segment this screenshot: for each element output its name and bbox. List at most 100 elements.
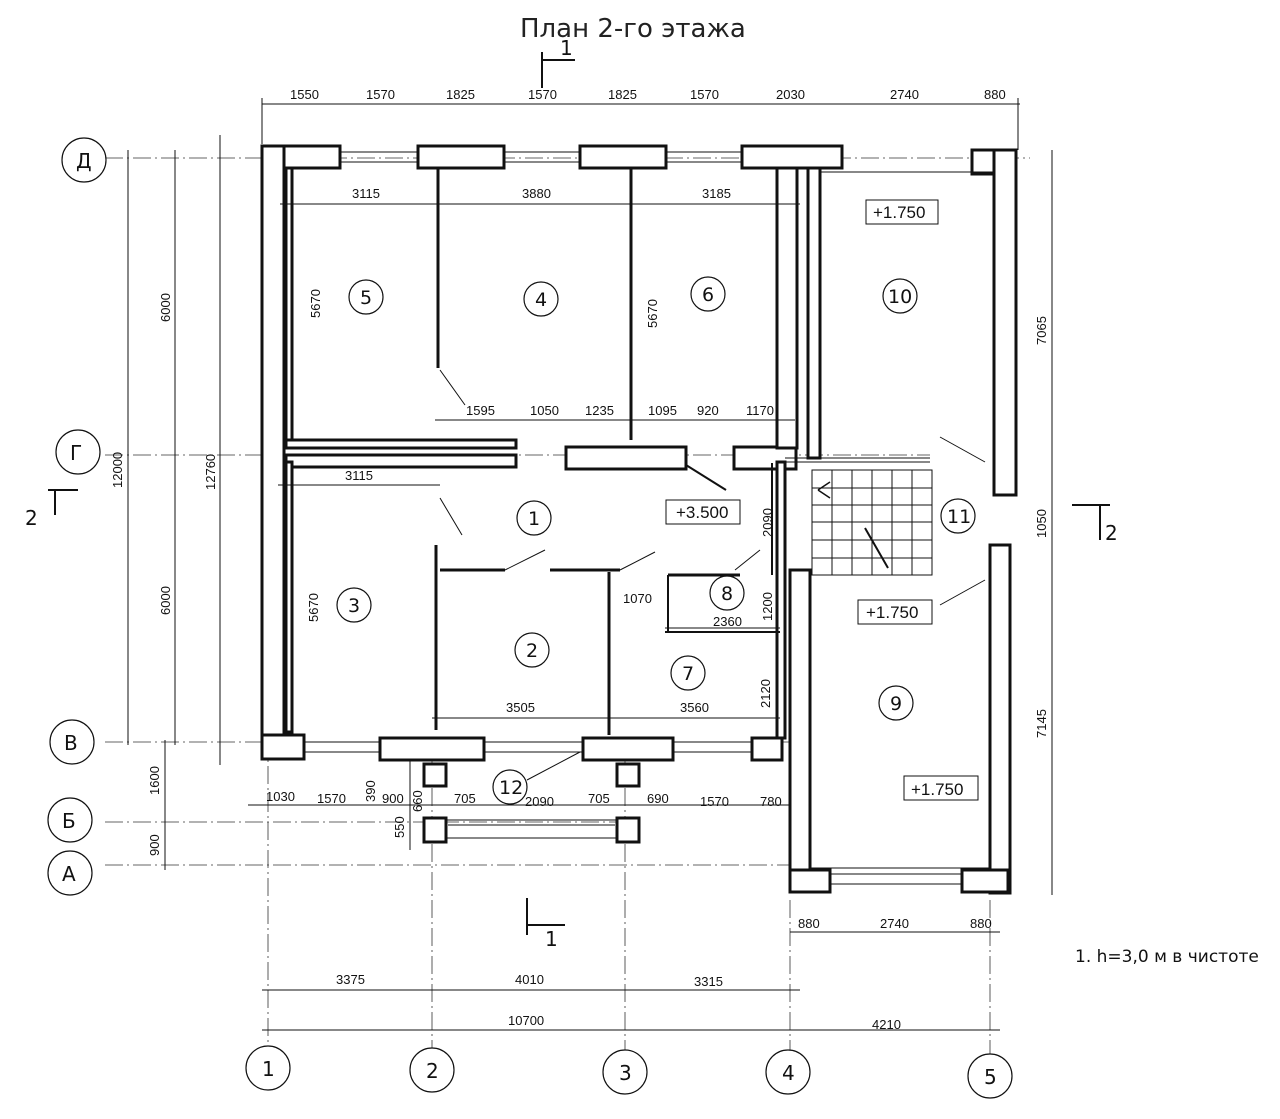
svg-text:5670: 5670 bbox=[645, 299, 660, 328]
right-dimensions: 7065 1050 7145 bbox=[1034, 316, 1049, 738]
room-2: 2 bbox=[526, 640, 538, 662]
section-mark-top: 1 bbox=[541, 36, 575, 88]
room-numbers: 1 2 3 4 5 6 7 8 9 10 11 12 bbox=[336, 276, 976, 805]
svg-text:660: 660 bbox=[410, 790, 425, 812]
svg-text:1: 1 bbox=[545, 927, 558, 951]
axis-label-2: 2 bbox=[426, 1059, 439, 1083]
svg-text:920: 920 bbox=[697, 403, 719, 418]
room-10: 10 bbox=[888, 286, 912, 308]
top-dimension-chain: 1550 1570 1825 1570 1825 1570 2030 2740 … bbox=[290, 87, 1006, 102]
axis-label-4: 4 bbox=[782, 1061, 795, 1085]
svg-text:2090: 2090 bbox=[760, 508, 775, 537]
svg-text:6000: 6000 bbox=[158, 293, 173, 322]
svg-text:1595: 1595 bbox=[466, 403, 495, 418]
section-mark-left: 2 bbox=[25, 489, 78, 530]
svg-text:7145: 7145 bbox=[1034, 709, 1049, 738]
axis-label-A: А bbox=[62, 862, 76, 886]
svg-text:1070: 1070 bbox=[623, 591, 652, 606]
level-marks: +3.500 +1.750 +1.750 +1.750 bbox=[665, 199, 979, 801]
svg-text:2360: 2360 bbox=[713, 614, 742, 629]
svg-text:7065: 7065 bbox=[1034, 316, 1049, 345]
dim-top-1: 1550 bbox=[290, 87, 319, 102]
svg-text:3560: 3560 bbox=[680, 700, 709, 715]
svg-text:3185: 3185 bbox=[702, 186, 731, 201]
svg-text:1570: 1570 bbox=[317, 791, 346, 806]
dim-top-9: 880 bbox=[984, 87, 1006, 102]
room-1: 1 bbox=[528, 508, 540, 530]
svg-text:690: 690 bbox=[647, 791, 669, 806]
room-5: 5 bbox=[360, 287, 372, 309]
staircase bbox=[811, 469, 933, 576]
svg-text:900: 900 bbox=[147, 834, 162, 856]
svg-text:3505: 3505 bbox=[506, 700, 535, 715]
level-room-10: +1.750 bbox=[873, 203, 925, 222]
svg-text:5670: 5670 bbox=[306, 593, 321, 622]
svg-text:10700: 10700 bbox=[508, 1013, 544, 1028]
svg-text:1570: 1570 bbox=[700, 794, 729, 809]
svg-text:1: 1 bbox=[560, 36, 573, 60]
svg-text:1050: 1050 bbox=[1034, 509, 1049, 538]
axis-label-3: 3 bbox=[619, 1061, 632, 1085]
svg-text:3115: 3115 bbox=[352, 186, 380, 201]
room-3: 3 bbox=[348, 595, 360, 617]
walls bbox=[260, 144, 1018, 895]
svg-text:880: 880 bbox=[798, 916, 820, 931]
porch-dimensions: 1030 1570 390 900 660 705 2090 705 690 1… bbox=[266, 780, 782, 838]
dimension-lines bbox=[127, 98, 1053, 1031]
room-9: 9 bbox=[890, 693, 902, 715]
dim-top-4: 1570 bbox=[528, 87, 557, 102]
svg-text:1200: 1200 bbox=[760, 592, 775, 621]
svg-text:1050: 1050 bbox=[530, 403, 559, 418]
axis-label-G: Г bbox=[70, 441, 82, 465]
svg-text:5670: 5670 bbox=[308, 289, 323, 318]
axis-label-D: Д bbox=[76, 149, 92, 173]
left-dimensions: 6000 6000 12000 12760 1600 900 bbox=[110, 293, 218, 856]
svg-text:6000: 6000 bbox=[158, 586, 173, 615]
svg-text:12760: 12760 bbox=[203, 454, 218, 490]
plan-title: План 2-го этажа bbox=[520, 14, 746, 44]
room-8: 8 bbox=[721, 583, 733, 605]
right-bottom-dimensions: 880 2740 880 bbox=[798, 916, 992, 931]
porch bbox=[422, 762, 641, 844]
level-room-11: +1.750 bbox=[866, 603, 918, 622]
svg-text:550: 550 bbox=[392, 816, 407, 838]
svg-text:1170: 1170 bbox=[746, 403, 774, 418]
svg-text:4210: 4210 bbox=[872, 1017, 901, 1032]
dim-top-8: 2740 bbox=[890, 87, 919, 102]
svg-text:3115: 3115 bbox=[345, 468, 373, 483]
axis-bubbles-horizontal: Д Г В Б А bbox=[47, 137, 107, 896]
svg-text:2: 2 bbox=[25, 506, 38, 530]
svg-text:880: 880 bbox=[970, 916, 992, 931]
room-12: 12 bbox=[499, 777, 523, 799]
svg-text:3315: 3315 bbox=[694, 974, 723, 989]
svg-text:1600: 1600 bbox=[147, 766, 162, 795]
dim-top-3: 1825 bbox=[446, 87, 475, 102]
height-note: 1. h=3,0 м в чистоте bbox=[1075, 947, 1259, 967]
dim-top-2: 1570 bbox=[366, 87, 395, 102]
svg-text:2740: 2740 bbox=[880, 916, 909, 931]
axis-bubbles-vertical: 1 2 3 4 5 bbox=[245, 1045, 1013, 1099]
svg-text:1030: 1030 bbox=[266, 789, 295, 804]
svg-text:3880: 3880 bbox=[522, 186, 551, 201]
svg-text:705: 705 bbox=[588, 791, 610, 806]
room-6: 6 bbox=[702, 284, 714, 306]
svg-text:780: 780 bbox=[760, 794, 782, 809]
svg-text:1095: 1095 bbox=[648, 403, 677, 418]
svg-text:900: 900 bbox=[382, 791, 404, 806]
axis-label-V: В bbox=[64, 731, 78, 755]
dim-top-6: 1570 bbox=[690, 87, 719, 102]
room-7: 7 bbox=[682, 663, 694, 685]
svg-text:1235: 1235 bbox=[585, 403, 614, 418]
axis-label-B: Б bbox=[62, 809, 76, 833]
axis-label-5: 5 bbox=[984, 1065, 997, 1089]
inner-dimensions: 3115 3880 3185 1595 1050 1235 1095 920 1… bbox=[306, 186, 775, 715]
bottom-dimensions: 3375 4010 3315 10700 4210 bbox=[336, 972, 901, 1032]
svg-text:12000: 12000 bbox=[110, 452, 125, 488]
svg-text:705: 705 bbox=[454, 791, 476, 806]
level-room-9: +1.750 bbox=[911, 780, 963, 799]
svg-text:2120: 2120 bbox=[758, 679, 773, 708]
section-mark-right: 2 bbox=[1072, 504, 1118, 545]
room-11: 11 bbox=[947, 506, 971, 528]
level-main: +3.500 bbox=[676, 503, 728, 522]
svg-text:3375: 3375 bbox=[336, 972, 365, 987]
